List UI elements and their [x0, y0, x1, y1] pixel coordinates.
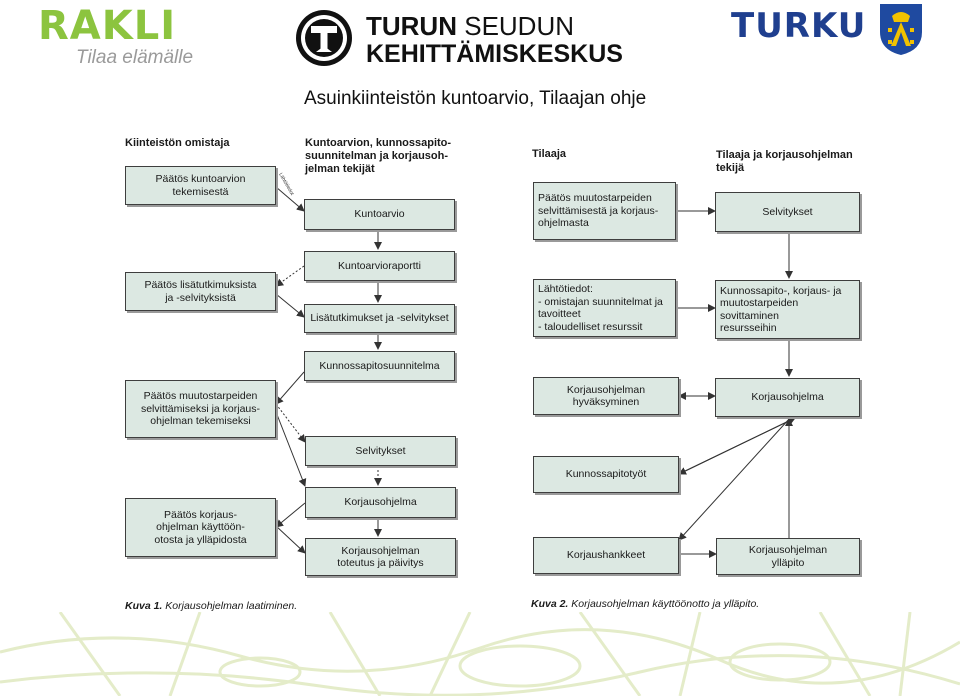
fig1-maker-box: Kunnossapitosuunnitelma [304, 351, 455, 381]
fig1-arrow [275, 411, 307, 487]
fig2-arrow [678, 417, 791, 541]
fig2-maker-box: Kunnossapito-, korjaus- ja muutostarpeid… [715, 280, 860, 339]
fig2-maker-box: Selvitykset [715, 192, 860, 232]
turku-crest-icon [880, 4, 922, 55]
fig1-maker-box: Selvitykset [305, 436, 456, 466]
fig2-client-box: Päätös muutostarpeiden selvittämisestä j… [533, 182, 676, 240]
fig1-arrow [275, 265, 305, 287]
fig1-owner-box: Päätös muutostarpeiden selvittämiseksi j… [125, 380, 276, 438]
fig2-client-box: Kunnossapitotyöt [533, 456, 679, 493]
tsk-name-line2: KEHITTÄMISKESKUS [366, 40, 623, 68]
fig1-maker-box: Lisätutkimukset ja -selvitykset [304, 304, 455, 333]
fig2-caption: Kuva 2. Korjausohjelman käyttöönotto ja … [531, 598, 760, 610]
fig2-arrow [678, 417, 796, 475]
fig1-maker-box: Kuntoarvio [304, 199, 455, 230]
fig1-caption: Kuva 1. Korjausohjelman laatiminen. [125, 600, 298, 612]
fig2-maker-box: Korjausohjelman ylläpito [716, 538, 860, 575]
fig1-maker-box: Kuntoarvioraportti [304, 251, 455, 281]
fig1-arrow [275, 371, 305, 405]
tsk-emblem-icon [296, 10, 352, 66]
fig2-header-client-maker: Tilaaja ja korjausohjelman tekijä [716, 149, 853, 174]
lahtotiedot-note: Lähtötiedot [277, 172, 295, 197]
turku-logo-text: TURKU [731, 6, 867, 46]
fig2-client-box: Lähtötiedot: - omistajan suunnitelmat ja… [533, 279, 676, 337]
fig1-header-maker: Kuntoarvion, kunnossapito- suunnitelman … [305, 137, 452, 175]
fig1-maker-box: Korjausohjelman toteutus ja päivitys [305, 538, 456, 576]
rakli-tagline: Tilaa elämälle [76, 47, 194, 68]
fig2-client-box: Korjaushankkeet [533, 537, 679, 574]
fig1-owner-box: Päätös korjaus- ohjelman käyttöön- otost… [125, 498, 276, 557]
fig1-arrow [275, 293, 305, 318]
tsk-name-line1: TURUN SEUDUN [366, 11, 575, 41]
rakli-logo: RAKLI Tilaa elämälle [38, 6, 218, 68]
footer-map-decoration [0, 612, 960, 696]
fig2-client-box: Korjausohjelman hyväksyminen [533, 377, 679, 415]
fig2-maker-box: Korjausohjelma [715, 378, 860, 417]
fig1-owner-box: Päätös kuntoarvion tekemisestä [125, 166, 276, 205]
fig1-owner-box: Päätös lisätutkimuksista ja -selvityksis… [125, 272, 276, 311]
fig1-arrow [275, 502, 306, 528]
fig1-maker-box: Korjausohjelma [305, 487, 456, 518]
fig1-arrow [275, 186, 305, 212]
fig2-header-client: Tilaaja [532, 148, 567, 160]
rakli-logo-text: RAKLI [38, 3, 177, 49]
fig1-arrow [275, 525, 306, 554]
fig1-header-owner: Kiinteistön omistaja [125, 137, 230, 149]
page-title: Asuinkiinteistön kuntoarvio, Tilaajan oh… [304, 88, 647, 109]
